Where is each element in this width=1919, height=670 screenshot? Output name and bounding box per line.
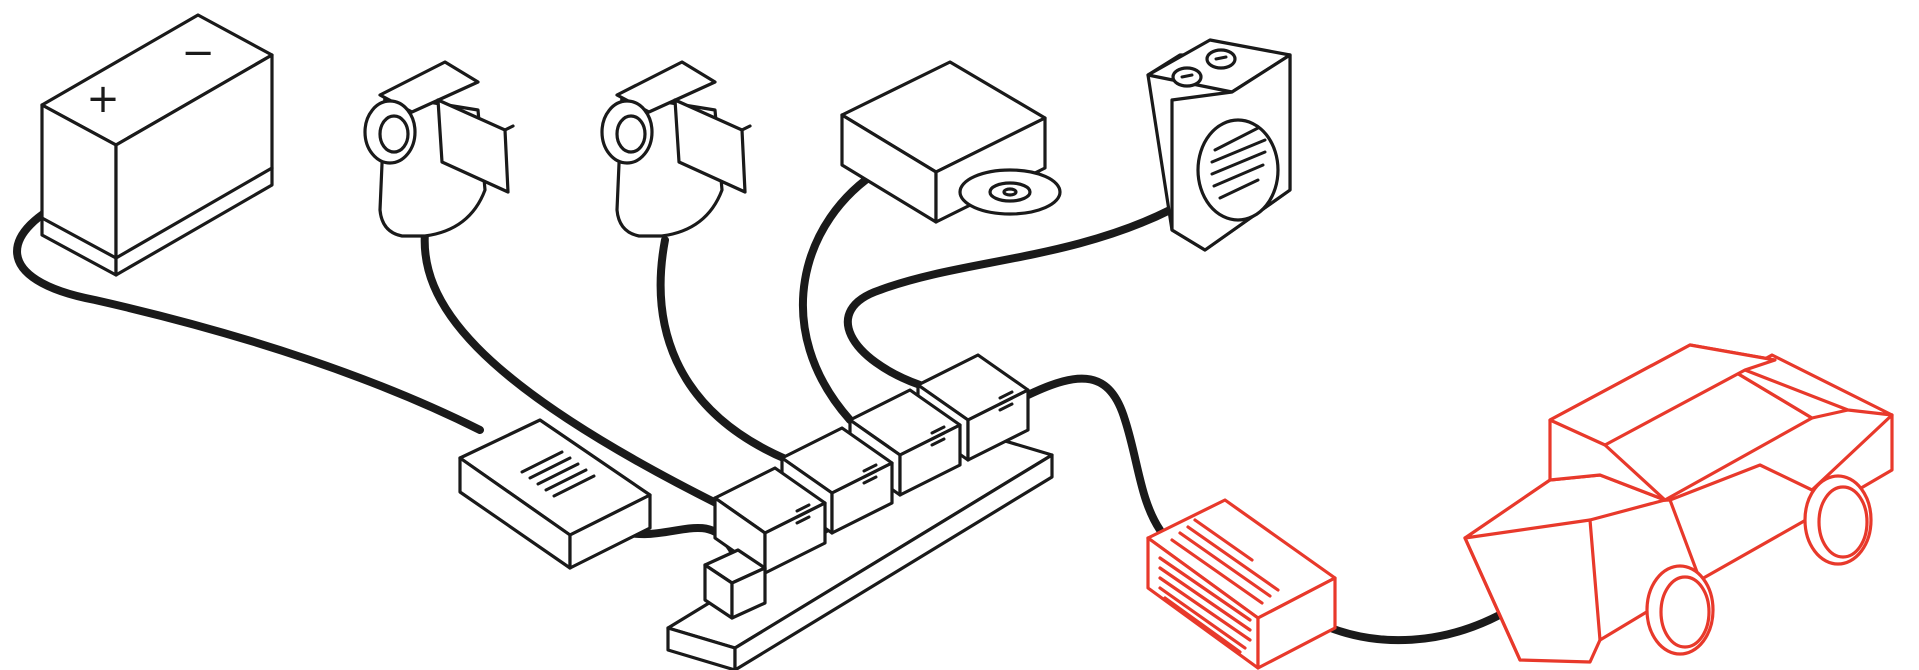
small-strip-plug [703,548,767,620]
inverter-to-car-cable [1304,596,1529,645]
strip-to-inverter-cable [1024,374,1164,534]
strip-plug [780,426,894,535]
minus-symbol: − [181,30,215,76]
speaker-icon [1146,38,1292,252]
power-inverter-icon [1146,498,1337,670]
cables [13,166,1529,645]
car-icon [1463,343,1894,664]
disc-player-cable [798,166,884,424]
camera-2-cable [656,236,792,464]
camera-icon [363,60,515,238]
camera-icon [600,60,752,238]
strip-plug [713,466,827,575]
adapter-icon [458,418,652,570]
plus-symbol: + [86,76,120,122]
camera-1-cable [420,228,724,509]
speaker-cable [843,206,1174,389]
disc-player-icon [840,60,1062,224]
battery-cable [13,194,484,434]
battery-icon: + − [40,13,274,277]
